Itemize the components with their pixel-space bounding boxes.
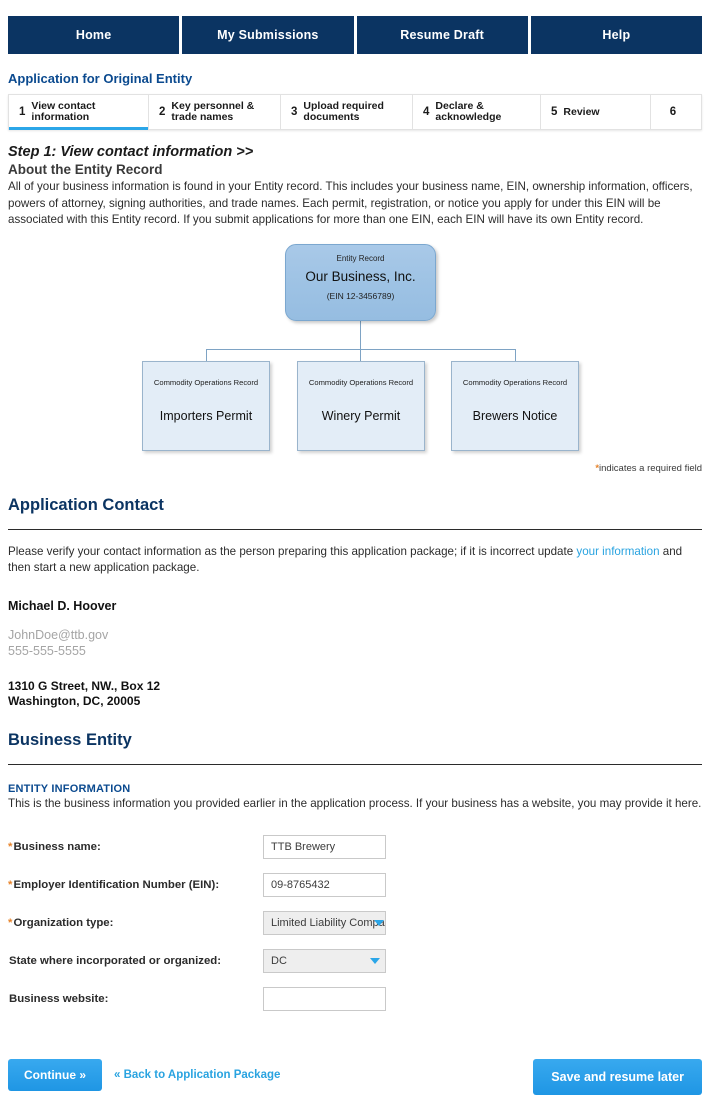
commodity-record-brewers-notice: Commodity Operations Record Brewers Noti…	[451, 360, 579, 451]
required-note-text: indicates a required field	[599, 462, 702, 474]
state-select[interactable]: DC	[263, 948, 386, 973]
label-text: State where incorporated or organized:	[9, 954, 222, 967]
commodity-record-caption: Commodity Operations Record	[308, 377, 414, 387]
business-website-input[interactable]	[263, 986, 386, 1011]
form-row-state: State where incorporated or organized: D…	[8, 942, 702, 980]
organization-type-value: Limited Liability Company	[263, 910, 386, 935]
contact-address-line2: Washington, DC, 20005	[8, 693, 141, 708]
label-text: Organization type:	[13, 916, 114, 929]
step-progress-tabs: 1 View contact information 2 Key personn…	[8, 94, 702, 130]
commodity-record-title: Winery Permit	[321, 408, 401, 423]
step-label: Key personnel & trade names	[171, 100, 255, 123]
business-website-label: Business website:	[8, 993, 263, 1005]
your-information-link[interactable]: your information	[576, 544, 660, 558]
commodity-record-caption: Commodity Operations Record	[462, 377, 568, 387]
step-number: 3	[291, 106, 298, 118]
state-label: State where incorporated or organized:	[8, 955, 263, 967]
step-label: Upload required documents	[303, 100, 384, 123]
page-title: Application for Original Entity	[8, 71, 193, 86]
about-entity-record-heading: About the Entity Record	[8, 162, 163, 177]
entity-record-ein: (EIN 12-3456789)	[326, 290, 395, 301]
form-row-organization-type: *Organization type: Limited Liability Co…	[8, 904, 702, 942]
commodity-record-caption: Commodity Operations Record	[153, 377, 259, 387]
required-asterisk: *	[8, 878, 13, 891]
contact-address: 1310 G Street, NW., Box 12 Washington, D…	[8, 679, 702, 709]
connector-stem	[360, 320, 361, 349]
top-navigation: Home My Submissions Resume Draft Help	[0, 0, 710, 54]
verify-text-part-1: Please verify your contact information a…	[8, 544, 577, 558]
business-entity-title: Business Entity	[8, 730, 132, 749]
organization-type-label: *Organization type:	[8, 917, 263, 929]
step-tab-4-declare-acknowledge[interactable]: 4 Declare & acknowledge	[413, 95, 541, 129]
label-text: Employer Identification Number (EIN):	[13, 878, 220, 891]
step-number: 2	[159, 106, 166, 118]
step-tab-1-view-contact-information[interactable]: 1 View contact information	[9, 95, 149, 130]
save-and-resume-later-button[interactable]: Save and resume later	[533, 1059, 702, 1095]
step-tab-3-upload-required-documents[interactable]: 3 Upload required documents	[281, 95, 413, 129]
main-content: Step 1: View contact information >> Abou…	[0, 144, 710, 1018]
nav-item-my-submissions[interactable]: My Submissions	[182, 16, 354, 54]
form-row-business-website: Business website:	[8, 980, 702, 1018]
label-text: Business website:	[9, 992, 109, 1005]
step-label: View contact information	[31, 100, 96, 123]
step-number: 5	[551, 106, 558, 118]
form-row-ein: *Employer Identification Number (EIN):	[8, 866, 702, 904]
entity-information-text: This is the business information you pro…	[8, 796, 702, 810]
business-name-input[interactable]	[263, 834, 386, 859]
contact-name: Michael D. Hoover	[8, 598, 117, 613]
step-heading: Step 1: View contact information >>	[8, 144, 254, 160]
entity-record-box: Entity Record Our Business, Inc. (EIN 12…	[285, 243, 436, 321]
commodity-record-importers-permit: Commodity Operations Record Importers Pe…	[142, 360, 270, 451]
contact-email: JohnDoe@ttb.gov	[8, 627, 109, 642]
commodity-record-title: Importers Permit	[159, 408, 253, 423]
step-number: 6	[669, 106, 677, 118]
step-tab-6[interactable]: 6	[651, 95, 695, 129]
commodity-record-title: Brewers Notice	[472, 408, 558, 423]
entity-record-caption: Entity Record	[336, 253, 385, 263]
required-asterisk: *	[8, 916, 13, 929]
business-entity-form: *Business name: *Employer Identification…	[8, 828, 702, 1018]
contact-phone: 555-555-5555	[8, 643, 86, 658]
contact-email-phone: JohnDoe@ttb.gov 555-555-5555	[8, 627, 702, 659]
organization-type-select[interactable]: Limited Liability Company	[263, 910, 386, 935]
step-label: Declare & acknowledge	[435, 100, 502, 123]
connector-drop-2	[360, 348, 361, 361]
entity-record-diagram: Entity Record Our Business, Inc. (EIN 12…	[8, 239, 702, 459]
ein-input[interactable]	[263, 872, 386, 897]
step-number: 4	[423, 106, 430, 118]
connector-drop-3	[515, 348, 516, 361]
continue-button[interactable]: Continue »	[8, 1059, 102, 1091]
entity-information-heading: ENTITY INFORMATION	[8, 782, 131, 795]
nav-item-resume-draft[interactable]: Resume Draft	[356, 16, 528, 54]
verify-contact-text: Please verify your contact information a…	[8, 544, 702, 576]
application-contact-title: Application Contact	[8, 495, 164, 514]
contact-address-line1: 1310 G Street, NW., Box 12	[8, 678, 161, 693]
step-label: Review	[563, 105, 600, 118]
connector-drop-1	[206, 348, 207, 361]
section-divider	[8, 528, 702, 530]
footer-actions: Continue » « Back to Application Package…	[0, 1059, 710, 1095]
step-tab-5-review[interactable]: 5 Review	[541, 95, 651, 129]
nav-item-home[interactable]: Home	[8, 16, 180, 54]
form-row-business-name: *Business name:	[8, 828, 702, 866]
verify-text-part-2: and then start a new application package…	[8, 544, 683, 574]
ein-label: *Employer Identification Number (EIN):	[8, 879, 263, 891]
required-asterisk: *	[8, 840, 13, 853]
step-tab-2-key-personnel-trade-names[interactable]: 2 Key personnel & trade names	[149, 95, 281, 129]
required-field-note: *indicates a required field	[8, 463, 702, 474]
section-divider	[8, 763, 702, 765]
step-number: 1	[19, 106, 26, 118]
nav-item-help[interactable]: Help	[530, 16, 702, 54]
entity-record-name: Our Business, Inc.	[305, 268, 416, 284]
back-to-application-package-link[interactable]: « Back to Application Package	[114, 1069, 281, 1081]
commodity-record-winery-permit: Commodity Operations Record Winery Permi…	[297, 360, 425, 451]
about-entity-record-body: All of your business information is foun…	[8, 180, 693, 226]
business-name-label: *Business name:	[8, 841, 263, 853]
required-asterisk: *	[595, 462, 600, 474]
state-value: DC	[263, 948, 386, 973]
label-text: Business name:	[13, 840, 101, 853]
